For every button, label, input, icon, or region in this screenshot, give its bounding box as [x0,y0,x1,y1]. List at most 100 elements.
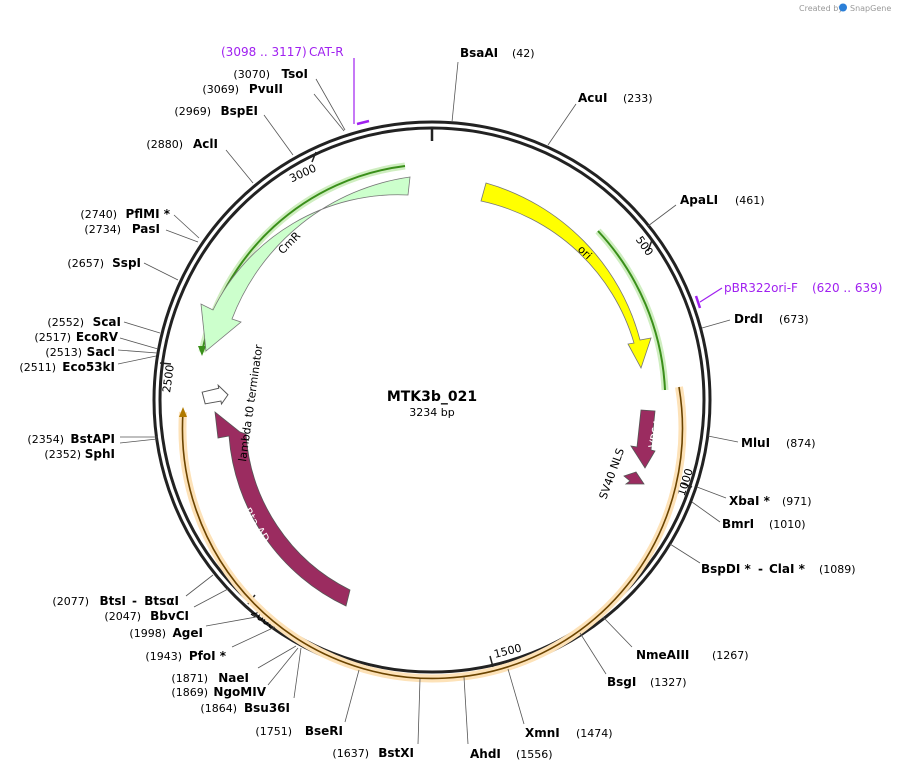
leader-ngomiv [267,647,299,686]
site-pos-bsu36i: (1864) [200,702,237,715]
leader-drdi [701,319,731,329]
site-pos-naei: (1871) [171,672,208,685]
site-name-ahdi: AhdI [470,747,501,761]
leader-acui [547,103,577,146]
leader-bsaai [451,61,459,123]
site-pos-bbvci: (2047) [104,610,141,623]
site-pos-pasi: (2734) [84,223,121,236]
leader-tsoi [315,78,346,131]
site-sep-btsi: - [132,594,137,608]
site-name-drdi: DrdI [734,312,763,326]
site-name-bmri: BmrI [722,517,754,531]
tick-label-2500: 2500 [160,364,177,394]
leader-nmeaiii [602,616,633,648]
site-name-btsi: BtsI [100,594,127,608]
site-name-bsgi: BsgI [607,675,636,689]
site-pos-mlui: (874) [786,437,816,450]
cat-r-primer-mark [356,119,370,126]
leader-bmri [691,501,721,523]
green-track-left-arrowhead [198,346,206,356]
tick-1000 [680,482,693,488]
green-track-right-glow [595,228,669,391]
pbr-name: pBR322ori-F [724,281,798,295]
vp64-feature[interactable] [630,409,656,469]
leader-apali [647,204,677,227]
ori-feature[interactable] [480,182,652,370]
site-name-xmni: XmnI [525,726,560,740]
leader-pvuii [313,93,345,132]
pbr-pos: (620 .. 639) [812,281,882,295]
green-track-right [597,230,666,391]
leader-btsi [185,574,214,597]
site-pos-ecorv: (2517) [34,331,71,344]
site-name-tsoi: TsoI [282,67,308,81]
leader-sphi [119,438,158,444]
site-name-ngomiv: NgoMIV [213,685,266,699]
leader-pflmi [173,214,200,239]
site-leaders [117,61,739,745]
site-pos-beri: (1751) [255,725,292,738]
site-pos-sspi: (2657) [67,257,104,270]
orange-track [181,386,684,680]
site-name-ecorv: EcoRV [76,330,119,344]
snapgene-logo-icon [839,3,847,12]
site-name2-btsi: BtsαI [144,594,179,608]
leader-scai [123,321,161,334]
site-name-pasi: PasI [132,222,160,236]
credit-brand: SnapGene [850,4,891,13]
leader-bsu36i [293,647,302,699]
leader-xmni [507,668,525,725]
site-pos-pflmi: (2740) [80,208,117,221]
site-name-bstapi: BstAPI [70,432,115,446]
site-pos-bspdi: (1089) [819,563,856,576]
pbr-primer-mark [694,295,702,309]
site-name-pfoi: PfoI * [189,649,227,663]
site-name-acli: AclI [193,137,218,151]
site-pos-ngomiv: (1869) [171,686,208,699]
sv40-nls-feature[interactable] [623,471,645,485]
site-pos-drdi: (673) [779,313,809,326]
site-pos-pfoi: (1943) [145,650,182,663]
leader-pasi [165,229,199,243]
leader-bspei [263,114,294,156]
site-sep-bspdi: - [758,562,763,576]
cmr-feature[interactable] [200,176,411,352]
rta-ad-feature[interactable] [214,411,351,607]
site-pos-agei: (1998) [129,627,166,640]
site-name-beri: BseRI [305,724,343,738]
tick-3000 [311,151,317,163]
pbr-leader [699,287,723,303]
site-name-bspdi: BspDI * [701,562,751,576]
vp64-label: VP64 [646,419,665,449]
site-pos-scai: (2552) [47,316,84,329]
site-pos-pvuii: (3069) [202,83,239,96]
site-pos-saci: (2513) [45,346,82,359]
tick-label-500: 500 [633,234,656,259]
sv40-nls-label: SV40 NLS [597,446,627,501]
leader-eco53ki [117,355,157,365]
site-pos-ahdi: (1556) [516,748,553,761]
site-name-naei: NaeI [218,671,249,685]
plasmid-size: 3234 bp [409,406,454,419]
site-pos-bstxi: (1637) [332,747,369,760]
site-name-bspei: BspEI [220,104,258,118]
site-pos-bmri: (1010) [769,518,806,531]
site-name-scai: ScaI [93,315,121,329]
site-pos-bstapi: (2354) [27,433,64,446]
tick-1500 [489,655,494,668]
site-pos-bspei: (2969) [174,105,211,118]
lambda-terminator-feature[interactable] [201,383,229,407]
site-pos-acli: (2880) [146,138,183,151]
credit-prefix: Created by [799,4,843,13]
site-name-bsu36i: Bsu36I [244,701,290,715]
leader-mlui [707,435,739,443]
leader-naei [257,645,297,669]
site-pos-apali: (461) [735,194,765,207]
site-name-pflmi: PflMI * [125,207,170,221]
site-name-mlui: MluI [741,436,770,450]
leader-bbvci [193,588,229,608]
leader-sspi [143,262,179,281]
lambda-terminator-label: lambda t0 terminator [236,343,265,462]
